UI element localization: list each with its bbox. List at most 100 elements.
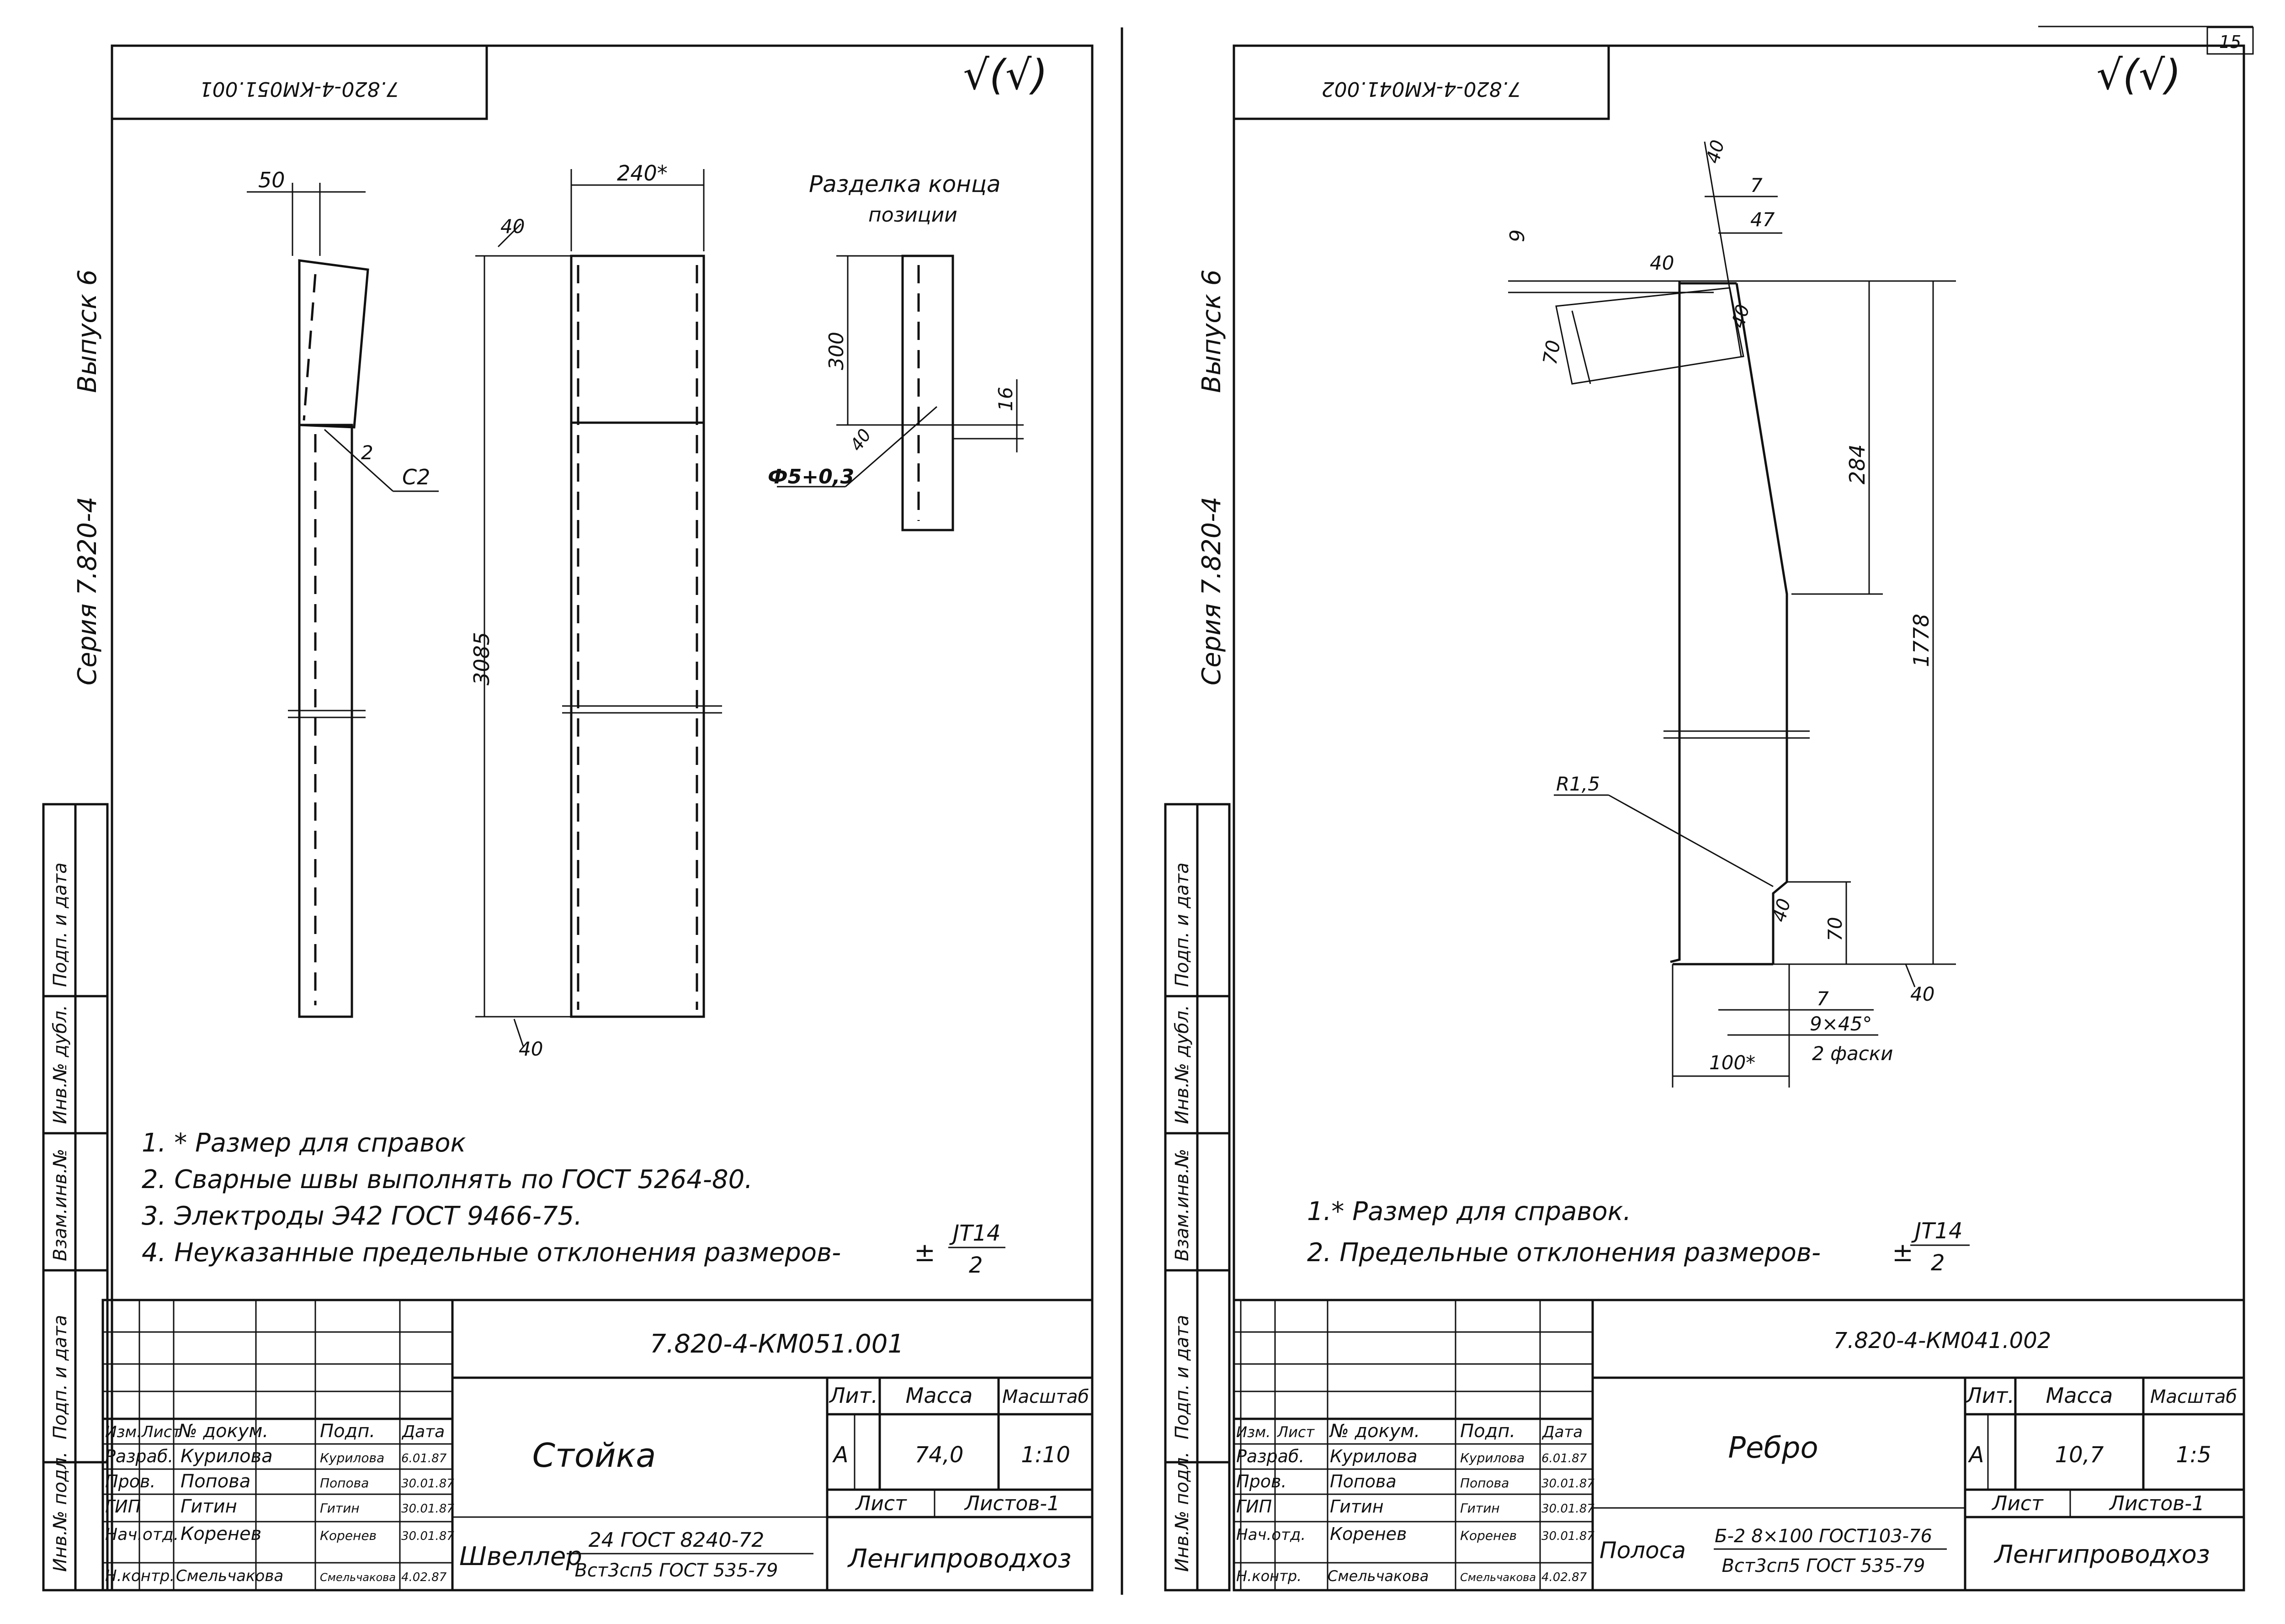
right-side-issue: Выпуск 6 — [1197, 270, 1227, 393]
left-tb-code: 7.820-4-КМ051.001 — [650, 1329, 904, 1359]
right-row5-role: Н.контр. — [1236, 1567, 1302, 1585]
dim-16: 16 — [994, 387, 1017, 411]
dim-50: 50 — [258, 168, 285, 192]
right-row1-name: Курилова — [1330, 1446, 1418, 1466]
left-tb-lit: А — [832, 1442, 849, 1468]
left-stamp-column: Инв.№ подл. Подп. и дата Взам.инв.№ Инв.… — [42, 803, 109, 1592]
left-channel-front-view: 240* 3085 40 40 — [469, 161, 722, 1060]
left-row1-sign: Курилова — [320, 1450, 384, 1465]
left-row1-date: 6.01.87 — [401, 1452, 447, 1465]
right-row5-name: Смельчакова — [1328, 1567, 1429, 1585]
right-tb-scale-h: Масштаб — [2150, 1386, 2237, 1407]
left-tb-mat-top: 24 ГОСТ 8240-72 — [589, 1528, 765, 1552]
right-hdr-date: Дата — [1541, 1423, 1583, 1441]
left-row3-name: Гитин — [181, 1496, 237, 1517]
dim-40-top: 40 — [1702, 138, 1729, 166]
left-side-issue: Выпуск 6 — [73, 270, 102, 393]
left-tb-mat-prefix: Швеллер — [459, 1542, 582, 1571]
left-tol-den: 2 — [969, 1252, 983, 1278]
left-tb-scale: 1:10 — [1021, 1442, 1070, 1468]
left-side-series: Серия 7.820-4 — [73, 497, 102, 685]
right-tol-sign: ± — [1892, 1238, 1913, 1268]
page-number: 15 — [2219, 32, 2241, 52]
left-row2-sign: Попова — [320, 1475, 369, 1491]
left-row4-date: 30.01.87 — [401, 1529, 454, 1543]
left-row5-sign: Смельчакова — [320, 1571, 396, 1584]
left-row5-name: Смельчакова — [176, 1567, 283, 1585]
left-stamp-3: Взам.инв.№ — [50, 1149, 71, 1261]
left-stamp-2: Подп. и дата — [50, 1315, 71, 1439]
left-title-block: 7.820-4-КМ051.001 Стойка Лит. Масса Масш… — [101, 1299, 1094, 1592]
left-tb-org: Ленгипроводхоз — [847, 1544, 1072, 1574]
dim-9: 9 — [1506, 229, 1529, 242]
right-row2-role: Пров. — [1236, 1471, 1286, 1491]
left-row1-role: Разраб. — [105, 1446, 173, 1466]
left-hdr-izm: Изм. — [105, 1423, 142, 1441]
left-tb-sheet: Лист — [855, 1492, 907, 1515]
right-tb-lit-h: Лит. — [1965, 1383, 2014, 1408]
dim-7-top: 7 — [1750, 174, 1763, 196]
left-note-2: 2. Сварные швы выполнять по ГОСТ 5264-80… — [142, 1165, 753, 1194]
right-frame — [1233, 44, 2245, 1592]
left-notes: 1. * Размер для справок 2. Сварные швы в… — [142, 1128, 1005, 1278]
dim-40-right: 40 — [1727, 303, 1754, 330]
right-side-series: Серия 7.820-4 — [1197, 497, 1227, 685]
right-row1-sign: Курилова — [1460, 1450, 1525, 1465]
dim-c2: C2 — [402, 465, 430, 489]
left-channel-side-view: 50 C2 2 — [247, 168, 439, 1018]
right-tb-mat-top: Б-2 8×100 ГОСТ103-76 — [1715, 1526, 1932, 1547]
right-tb-code: 7.820-4-КМ041.002 — [1833, 1328, 2051, 1353]
right-hdr-list: Лист — [1277, 1423, 1315, 1441]
right-row1-role: Разраб. — [1236, 1446, 1304, 1466]
right-note-2: 2. Предельные отклонения размеров- — [1307, 1238, 1821, 1268]
left-row3-date: 30.01.87 — [401, 1502, 454, 1516]
left-tb-sheets: Листов-1 — [964, 1492, 1060, 1515]
left-row4-role: Нач.отд. — [105, 1525, 179, 1544]
right-tol-num: JT14 — [1911, 1218, 1963, 1244]
left-tb-mass: 74,0 — [915, 1442, 964, 1468]
left-note-4: 4. Неуказанные предельные отклонения раз… — [142, 1238, 841, 1268]
left-rotated-code: 7.820-4-КМ051.001 — [200, 77, 399, 101]
left-row2-role: Пров. — [105, 1471, 155, 1491]
right-stamp-5: Подп. и дата — [1172, 863, 1193, 987]
right-row5-sign: Смельчакова — [1460, 1571, 1536, 1584]
right-row3-date: 30.01.87 — [1541, 1502, 1594, 1516]
left-hdr-doc: № докум. — [177, 1421, 268, 1442]
dim-1778: 1778 — [1909, 614, 1934, 667]
right-stamp-1: Инв.№ подл. — [1172, 1452, 1193, 1572]
dim-r15: R1,5 — [1556, 773, 1600, 795]
dim-40-bottom: 40 — [519, 1038, 543, 1060]
left-tb-mass-h: Масса — [906, 1383, 973, 1408]
left-row5-date: 4.02.87 — [401, 1571, 447, 1584]
right-tb-name: Ребро — [1728, 1431, 1818, 1465]
right-row3-role: ГИП — [1236, 1497, 1272, 1517]
dim-40-left: 40 — [1650, 252, 1674, 274]
left-roughness-mark: √(√) — [963, 51, 1048, 99]
right-row5-date: 4.02.87 — [1541, 1571, 1587, 1584]
dim-40-detail: 40 — [846, 425, 875, 455]
left-hdr-list: Лист — [141, 1423, 181, 1441]
right-row4-sign: Коренев — [1460, 1528, 1517, 1543]
right-hdr-doc: № докум. — [1329, 1421, 1420, 1442]
left-tb-lit-h: Лит. — [829, 1383, 878, 1408]
page-number-box: 15 — [2206, 27, 2254, 55]
right-row4-name: Коренев — [1330, 1524, 1407, 1544]
right-row4-date: 30.01.87 — [1541, 1529, 1594, 1543]
right-tol-den: 2 — [1931, 1250, 1945, 1276]
left-hdr-sign: Подп. — [320, 1421, 375, 1442]
right-notes: 1.* Размер для справок. 2. Предельные от… — [1307, 1197, 1970, 1276]
dim-100: 100* — [1709, 1051, 1755, 1074]
dim-40-bottom: 40 — [1910, 983, 1934, 1005]
dim-284: 284 — [1845, 444, 1870, 484]
right-note-1: 1.* Размер для справок. — [1307, 1197, 1631, 1226]
left-row5-role: Н.контр. — [105, 1567, 175, 1585]
right-stamp-column: Инв.№ подл. Подп. и дата Взам.инв.№ Инв.… — [1164, 803, 1231, 1592]
dim-phi5: Ф5+0,3 — [768, 465, 854, 488]
right-stamp-2: Подп. и дата — [1172, 1315, 1193, 1439]
left-stamp-4: Инв.№ дубл. — [50, 1005, 71, 1124]
right-tb-mat-prefix: Полоса — [1600, 1537, 1686, 1564]
dim-70-top: 70 — [1539, 339, 1565, 366]
left-sheet: 7.820-4-КМ051.001 √(√) Серия 7.820-4 Вып… — [42, 27, 1123, 1595]
left-frame — [111, 44, 1094, 1592]
right-tb-mass: 10,7 — [2055, 1442, 2104, 1468]
